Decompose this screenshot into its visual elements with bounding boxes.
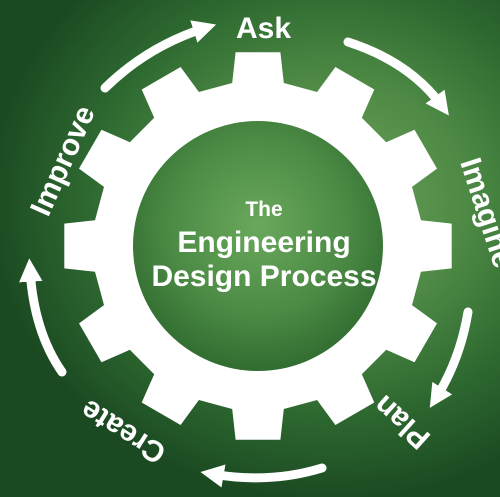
center-title: The Engineering Design Process: [151, 198, 376, 293]
cycle-arrow-icon: [343, 37, 449, 116]
cycle-arrow-icon: [429, 307, 473, 408]
cycle-arrow-icon: [100, 20, 217, 93]
center-title-line-design-process: Design Process: [151, 260, 376, 293]
cycle-arrow-icon: [200, 463, 327, 488]
center-title-line-the: The: [245, 198, 282, 221]
gear-icon: [64, 52, 452, 440]
step-label-imagine: Imagine: [453, 154, 500, 272]
cycle-arrow-icon: [19, 258, 67, 377]
gear-center-circle: [133, 121, 383, 371]
step-label-ask: Ask: [236, 12, 291, 45]
step-label-plan: Plan: [368, 388, 437, 455]
center-title-line-engineering: Engineering: [177, 226, 350, 259]
cycle-arrows: [19, 20, 473, 488]
